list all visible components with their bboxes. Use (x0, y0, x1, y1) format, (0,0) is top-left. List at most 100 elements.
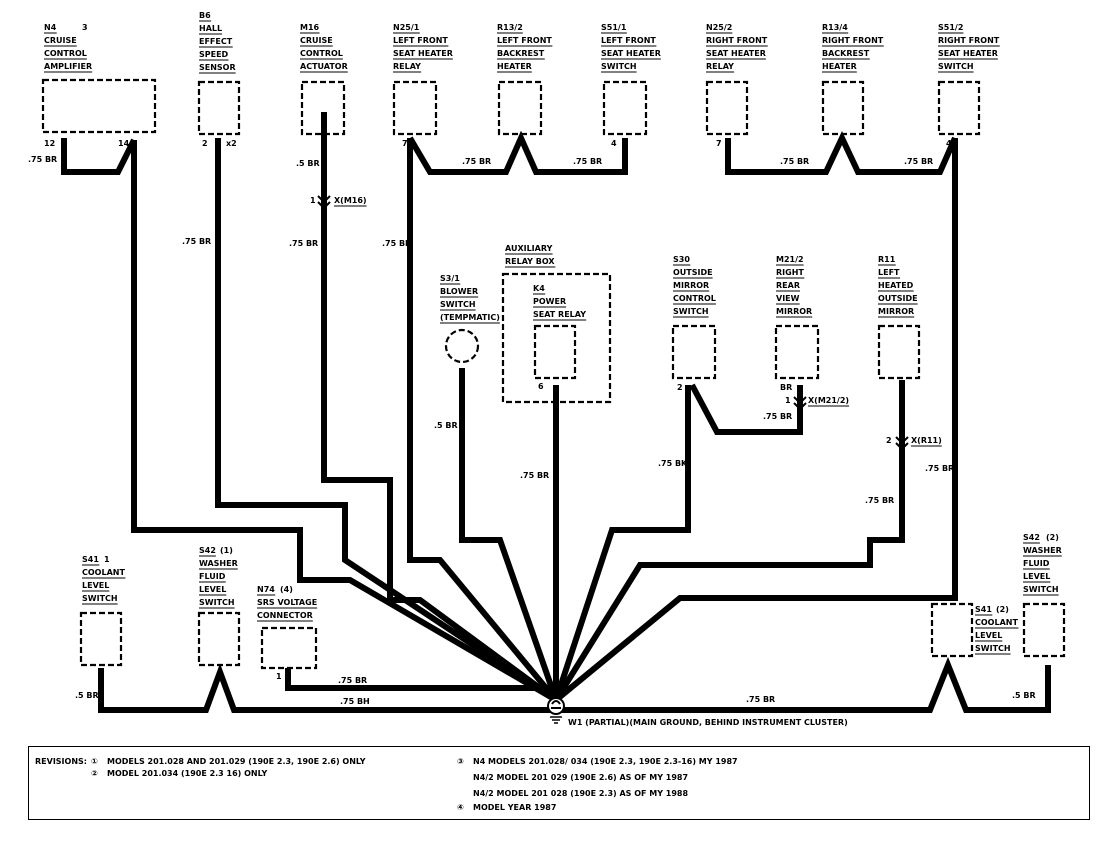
label-s3-1-line3: (TEMPMATIC) (440, 313, 500, 322)
revision-mark-1: ① (91, 757, 98, 766)
revision-item-3c: N4/2 MODEL 201 028 (190E 2.3) AS OF MY 1… (473, 789, 689, 798)
label-r11-line1: LEFT (878, 268, 900, 277)
label-r13-4-id: R13/4 (822, 23, 848, 32)
revision-item-3: N4 MODELS 201.028/ 034 (190E 2.3, 190E 2… (473, 757, 738, 766)
revision-mark-2: ② (91, 769, 98, 778)
gauge-n25-1: .75 BR (382, 239, 411, 248)
label-k4-id: K4 (533, 284, 545, 293)
label-n74-line2: CONNECTOR (257, 611, 313, 620)
label-s42-right-note: (2) (1046, 533, 1059, 542)
connector-x-m16-icon (317, 195, 331, 210)
label-r13-2-line3: HEATER (497, 62, 532, 71)
label-s30-id: S30 (673, 255, 690, 264)
gauge-left-heater-1: .75 BR (462, 157, 491, 166)
label-n4-note: 3 (82, 23, 88, 32)
label-s41-left-line1: COOLANT (82, 568, 125, 577)
component-labels: N4 3 CRUISE CONTROL AMPLIFIER 12 14 B6 H… (44, 11, 1062, 681)
label-n4-line3: AMPLIFIER (44, 62, 92, 71)
box-b6 (197, 80, 241, 136)
label-s42-right-id: S42 (1023, 533, 1040, 542)
label-s30-line3: CONTROL (673, 294, 716, 303)
label-n74-line1: SRS VOLTAGE (257, 598, 317, 607)
gauge-s42-left: .75 BH (340, 697, 370, 706)
label-m16-line1: CRUISE (300, 36, 333, 45)
wire-n25-1-ground (407, 138, 559, 702)
label-n25-1-pin: 7 (402, 139, 408, 148)
gauge-s30: .75 BK (658, 459, 688, 468)
gauge-s51-2: .75 BR (925, 464, 954, 473)
box-s3-1 (444, 328, 480, 364)
label-m16-id: M16 (300, 23, 320, 32)
label-m16-conn-pin: 1 (310, 196, 316, 205)
box-r11 (877, 324, 921, 380)
label-s51-1-line1: LEFT FRONT (601, 36, 656, 45)
wire-b6-ground (215, 138, 558, 703)
label-r13-2-line1: LEFT FRONT (497, 36, 552, 45)
revision-item-2: MODEL 201.034 (190E 2.3 16) ONLY (107, 769, 268, 778)
box-s42-left (197, 611, 241, 667)
label-n74-pin: 1 (276, 672, 282, 681)
box-r13-4 (821, 80, 865, 136)
label-n74-id: N74 (257, 585, 275, 594)
gauge-s41-left: .5 BR (75, 691, 99, 700)
label-r11-line3: OUTSIDE (878, 294, 918, 303)
label-n25-1-line2: SEAT HEATER (393, 49, 453, 58)
label-s41-right-line1: COOLANT (975, 618, 1018, 627)
label-s41-left-id: S41 (82, 555, 99, 564)
wire-n74-ground (285, 668, 556, 691)
wire-r11-ground (553, 380, 905, 702)
box-s41-right (930, 602, 974, 658)
revision-item-3b: N4/2 MODEL 201 029 (190E 2.6) AS OF MY 1… (473, 773, 689, 782)
label-k4-pin: 6 (538, 382, 544, 391)
wires (61, 112, 1051, 713)
label-n4-id: N4 (44, 23, 57, 32)
box-m21-2 (774, 324, 820, 380)
gauge-b6: .75 BR (182, 237, 211, 246)
wire-left-seat-heater (407, 130, 628, 175)
label-m21-2-connector: X(M21/2) (808, 396, 849, 405)
label-s51-1-pin: 4 (611, 139, 617, 148)
gauge-n4-loop: .75 BR (28, 155, 57, 164)
revision-mark-4: ④ (457, 803, 464, 812)
box-s41-left (79, 611, 123, 667)
label-r13-2-id: R13/2 (497, 23, 523, 32)
component-boxes (41, 78, 1066, 670)
label-s42-right-line1: WASHER (1023, 546, 1062, 555)
label-r13-4-line3: HEATER (822, 62, 857, 71)
gauge-r11: .75 BR (865, 496, 894, 505)
label-s42-right-line4: SWITCH (1023, 585, 1059, 594)
box-s42-right (1022, 602, 1066, 658)
label-n25-2-id: N25/2 (706, 23, 732, 32)
label-s41-right-note: (2) (996, 605, 1009, 614)
label-s42-right-line3: LEVEL (1023, 572, 1050, 581)
wire-gauge-labels: .75 BR .75 BR .5 BR .75 BR .75 BR .75 BR… (28, 155, 1036, 706)
wire-s41-s42 (98, 663, 556, 713)
ground-icon (547, 697, 565, 724)
label-m21-2-line2: REAR (776, 281, 800, 290)
label-m21-2-line3: VIEW (776, 294, 800, 303)
label-r11-line4: MIRROR (878, 307, 914, 316)
label-n25-2-line1: RIGHT FRONT (706, 36, 768, 45)
connector-markers (317, 195, 909, 451)
label-s41-left-line2: LEVEL (82, 581, 109, 590)
label-aux-line1: AUXILIARY (505, 244, 553, 253)
label-r11-id: R11 (878, 255, 896, 264)
box-s51-2 (937, 80, 981, 136)
gauge-left-heater-2: .75 BR (573, 157, 602, 166)
label-s41-right-line2: LEVEL (975, 631, 1002, 640)
wire-right-seat-heater (725, 130, 958, 175)
label-s51-1-line3: SWITCH (601, 62, 637, 71)
label-n25-1-line1: LEFT FRONT (393, 36, 448, 45)
gauge-n74: .75 BR (338, 676, 367, 685)
ground-label: W1 (PARTIAL)(MAIN GROUND, BEHIND INSTRUM… (568, 718, 848, 727)
label-b6-pinx2: x2 (226, 139, 237, 148)
label-m21-2-conn-pin: 1 (785, 396, 791, 405)
wire-s3-1-ground (459, 368, 559, 701)
label-k4-line1: POWER (533, 297, 566, 306)
label-s3-1-line1: BLOWER (440, 287, 478, 296)
gauge-m16: .75 BR (289, 239, 318, 248)
connector-x-r11-icon (895, 436, 909, 451)
label-m16-connector: X(M16) (334, 196, 367, 205)
label-b6-pin2: 2 (202, 139, 208, 148)
